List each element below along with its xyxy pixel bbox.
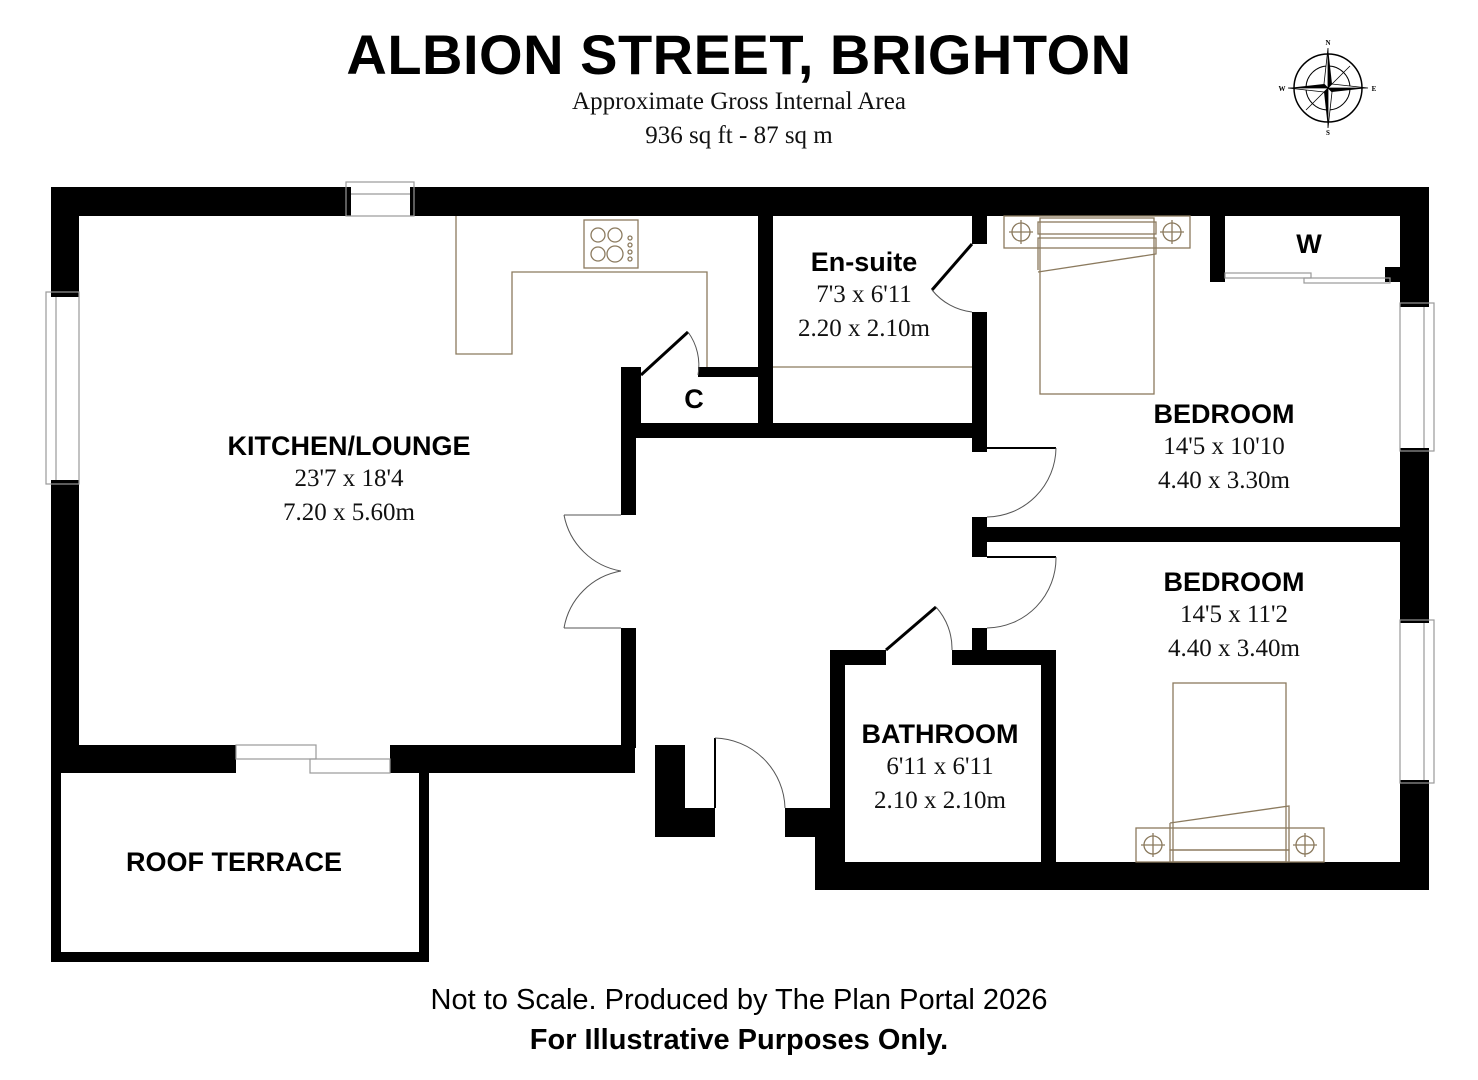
room-cupboard: C [684,384,704,414]
room-imperial: 14'5 x 10'10 [1163,433,1285,460]
area-label: Approximate Gross Internal Area [572,88,906,115]
compass-north-label: N [1325,39,1330,47]
room-bedroom-2: BEDROOM 14'5 x 11'2 4.40 x 3.40m [1164,566,1305,666]
room-name: BEDROOM [1163,567,1305,597]
room-imperial: 6'11 x 6'11 [886,753,994,780]
room-kitchen-lounge: KITCHEN/LOUNGE 23'7 x 18'4 7.20 x 5.60m [228,430,471,530]
room-metric: 4.40 x 3.40m [1168,635,1300,662]
windows [45,181,1435,784]
scale-disclaimer: Not to Scale. Produced by The Plan Porta… [430,984,1048,1016]
room-name: En-suite [810,247,918,277]
room-metric: 4.40 x 3.30m [1158,467,1290,494]
bed-1-icon [1003,215,1191,395]
room-name: BATHROOM [861,719,1019,749]
room-bedroom-1: BEDROOM 14'5 x 10'10 4.40 x 3.30m [1154,398,1295,498]
room-name: KITCHEN/LOUNGE [227,431,471,461]
plan-title: ALBION STREET, BRIGHTON [346,23,1132,86]
doors [563,243,1057,809]
room-imperial: 14'5 x 11'2 [1179,601,1289,628]
room-en-suite: En-suite 7'3 x 6'11 2.20 x 2.10m [798,246,930,346]
room-bathroom: BATHROOM 6'11 x 6'11 2.10 x 2.10m [862,718,1019,818]
room-metric: 2.20 x 2.10m [798,315,930,342]
compass-south-label: S [1326,129,1330,136]
walls [51,187,1429,962]
room-roof-terrace: ROOF TERRACE [126,847,342,877]
compass-rose-icon: N S W E [1279,39,1377,136]
kitchen-units [455,216,708,367]
room-imperial: 23'7 x 18'4 [294,465,404,492]
bed-2-icon [1135,682,1325,863]
compass-east-label: E [1372,85,1377,93]
room-name: BEDROOM [1153,399,1295,429]
room-wardrobe: W [1296,229,1322,259]
room-imperial: 7'3 x 6'11 [816,281,912,308]
area-value: 936 sq ft - 87 sq m [645,122,833,149]
compass-west-label: W [1279,85,1286,93]
room-metric: 7.20 x 5.60m [283,499,415,526]
hob-icon [583,219,639,269]
illustrative-disclaimer: For Illustrative Purposes Only. [529,1024,949,1056]
room-metric: 2.10 x 2.10m [874,787,1006,814]
